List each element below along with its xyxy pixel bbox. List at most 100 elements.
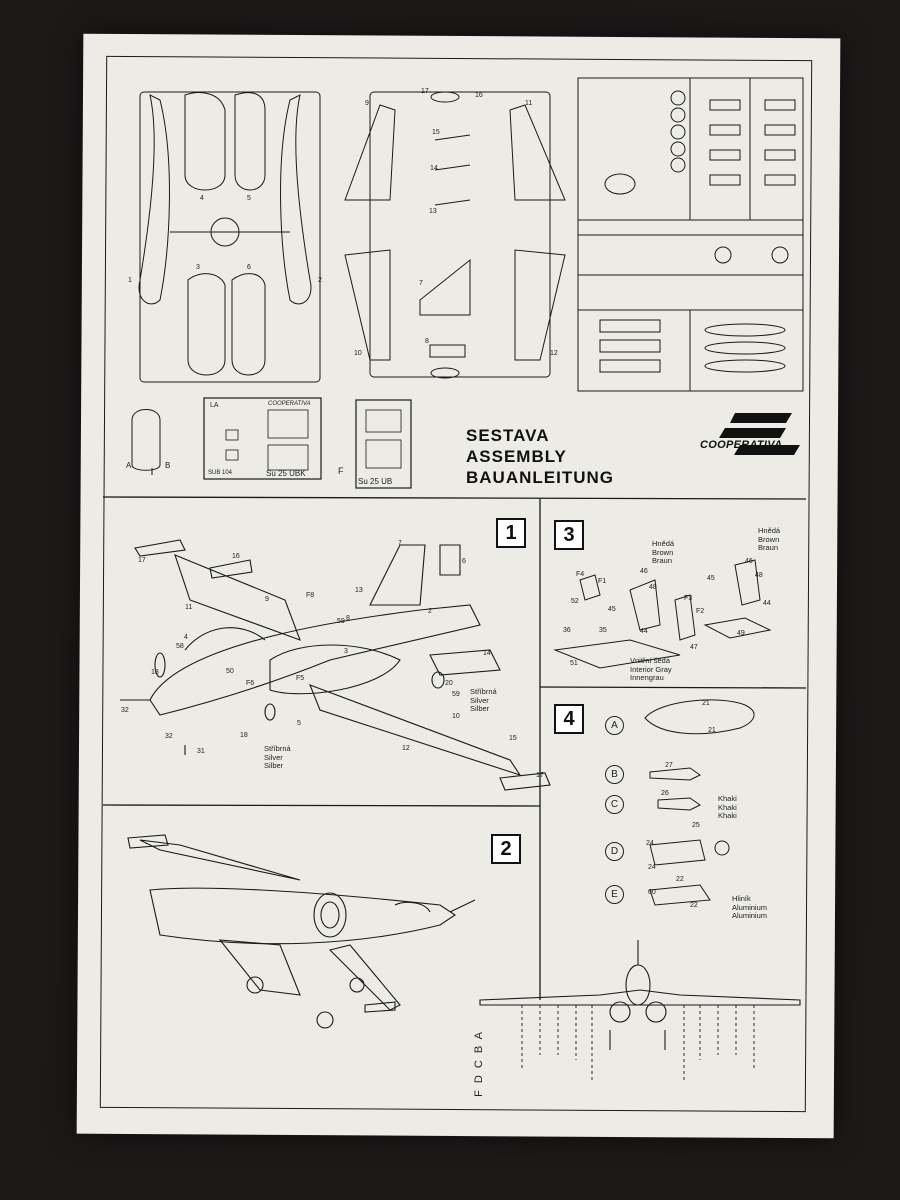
step3-seats-drawing [553, 559, 772, 669]
part-num: 20 [445, 680, 453, 687]
part-num: 50 [226, 668, 234, 675]
part-num: 17 [536, 772, 544, 779]
part-num: 32 [165, 733, 173, 740]
part-num: 1 [128, 277, 132, 284]
pylon-letters: F D C B A [473, 1030, 485, 1097]
divider-right [539, 686, 807, 689]
step-2-badge: 2 [491, 834, 521, 864]
part-num: 15 [509, 735, 517, 742]
part-num: 21 [708, 727, 716, 734]
store-c-marker: C [605, 795, 624, 814]
part-num: 51 [570, 660, 578, 667]
color-note-interior: Vnitřní šedá Interior Gray Innengrau [630, 656, 672, 682]
photoetch-fret-la [203, 397, 322, 480]
part-num: 58 [176, 643, 184, 650]
color-note-silver-2: Stříbrná Silver Silber [264, 744, 291, 770]
part-num: 4 [184, 634, 188, 641]
part-num: F2 [696, 608, 705, 615]
part-num: 31 [197, 748, 205, 755]
photoetch-fret-f [355, 399, 412, 489]
part-num: 17 [138, 557, 146, 564]
assembly-title: SESTAVA ASSEMBLY BAUANLEITUNG [466, 425, 614, 488]
step-3-badge: 3 [554, 520, 584, 550]
fret-label-la: LA [210, 402, 219, 409]
part-num: F1 [598, 578, 607, 585]
part-num: 2 [428, 608, 432, 615]
fret-code: SUB 104 [208, 470, 233, 476]
part-f-label: F [338, 466, 344, 476]
part-num: 9 [265, 596, 269, 603]
title-czech: SESTAVA [466, 426, 550, 445]
part-num: 52 [571, 598, 579, 605]
part-num: 24 [646, 840, 654, 847]
divider-left [102, 804, 541, 807]
part-num: 32 [121, 707, 129, 714]
color-note-brown-1: Hnědá Brown Braun [652, 539, 675, 565]
part-num: 4 [200, 195, 204, 202]
part-num: 14 [483, 650, 491, 657]
store-e-marker: E [605, 885, 624, 904]
part-num: 26 [661, 790, 669, 797]
part-num: 59 [337, 618, 345, 625]
part-num: 11 [525, 100, 533, 107]
sprue-a-drawing [138, 91, 321, 383]
part-num: 45 [707, 575, 715, 582]
fret-f-model: Su 25 UB [358, 477, 393, 486]
part-num: 13 [429, 208, 437, 215]
cooperativa-logo-mark [719, 413, 800, 455]
color-note-khaki: Khaki Khaki Khaki [718, 794, 737, 820]
part-num: 12 [550, 350, 558, 357]
part-num: F6 [246, 680, 255, 687]
part-num: 8 [425, 338, 429, 345]
part-num: 10 [354, 350, 362, 357]
part-num: F4 [576, 571, 585, 578]
part-num: 45 [608, 606, 616, 613]
part-num: 24 [648, 864, 656, 871]
part-num: 6 [247, 264, 251, 271]
part-num: 22 [690, 902, 698, 909]
part-num: F8 [306, 592, 315, 599]
step-1-badge: 1 [496, 518, 526, 548]
pylon-drop-lines [521, 1005, 755, 1080]
part-num: 17 [421, 88, 429, 95]
part-num: 59 [452, 691, 460, 698]
canopy-sheet-b: B [165, 461, 171, 470]
fret-brand: COOPERATIVA [268, 401, 311, 407]
part-num: 27 [665, 762, 673, 769]
sprue-b-drawing [344, 91, 566, 379]
part-num: 2 [318, 277, 322, 284]
part-num: 46 [745, 558, 753, 565]
part-num: 14 [430, 165, 438, 172]
part-num: 12 [402, 745, 410, 752]
part-num: 9 [365, 100, 369, 107]
part-num: 3 [196, 264, 200, 271]
part-num: 35 [599, 627, 607, 634]
part-num: 10 [452, 713, 460, 720]
part-num: 46 [640, 568, 648, 575]
canopy-part-drawing [131, 409, 161, 475]
part-num: 7 [419, 280, 423, 287]
part-num: 8 [346, 615, 350, 622]
step2-aircraft-drawing [127, 834, 476, 1029]
fret-model: Su 25 UBK [266, 469, 306, 478]
part-num: 11 [185, 604, 193, 611]
part-num: 44 [763, 600, 771, 607]
front-view-drawing [479, 940, 801, 1050]
title-english: ASSEMBLY [466, 447, 567, 466]
part-num: 3 [344, 648, 348, 655]
store-b-marker: B [605, 765, 624, 784]
part-num: 60 [648, 889, 656, 896]
step1-aircraft-drawing [120, 539, 551, 791]
store-a-marker: A [605, 716, 624, 735]
part-num: 25 [692, 822, 700, 829]
part-num: 6 [462, 558, 466, 565]
cooperativa-logo: COOPERATIVA [700, 408, 810, 466]
step4-stores-drawing [644, 699, 755, 906]
part-num: 7 [398, 540, 402, 547]
part-num: 5 [247, 195, 251, 202]
part-num: 18 [151, 669, 159, 676]
part-num: 47 [690, 644, 698, 651]
part-num: 18 [240, 732, 248, 739]
part-num: 48 [755, 572, 763, 579]
title-german: BAUANLEITUNG [466, 468, 614, 487]
